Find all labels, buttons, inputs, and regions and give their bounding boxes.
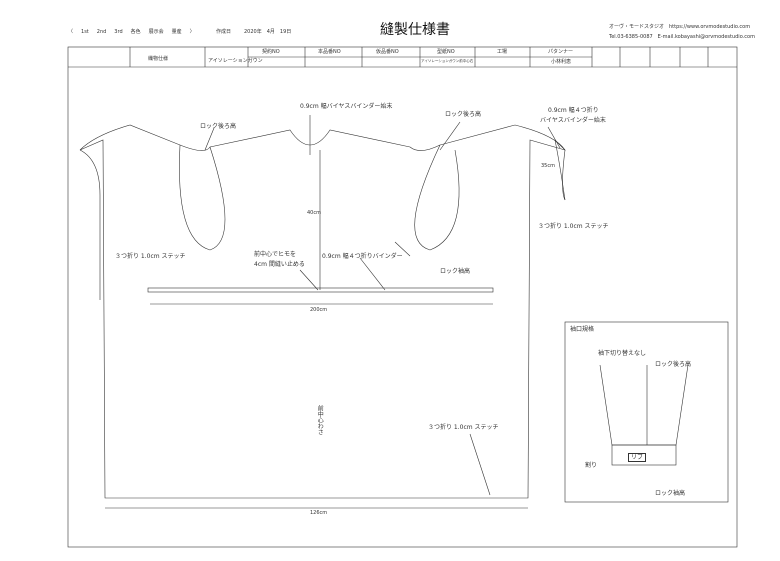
label-lock-back-right: ロック後ろ高 — [445, 111, 482, 118]
label-40cm: 40cm — [307, 210, 321, 216]
created-label: 作成日 — [216, 29, 232, 35]
nav-colors[interactable]: 各色 — [130, 29, 141, 35]
cuff-lock-sleeve: ロック袖高 — [655, 490, 686, 497]
header-contract: 契約NO — [262, 49, 280, 55]
pattern-no-value: アイソレーションガウン前中心右 — [421, 59, 474, 63]
label-bias-arm1: 0.9cm 幅４つ折り — [548, 107, 599, 114]
label-35cm: 35cm — [541, 163, 555, 169]
label-stitch-left: ３つ折り 1.0cm ステッチ — [115, 253, 186, 260]
cuff-title: 袖口規格 — [570, 326, 595, 333]
cuff-no-switch: 袖下切り替えなし — [598, 350, 647, 357]
header-main-no: 本品番NO — [318, 49, 341, 55]
cuff-lock-back: ロック後ろ高 — [655, 361, 692, 368]
label-stitch-hem: ３つ折り 1.0cm ステッチ — [428, 424, 499, 431]
label-stitch-right: ３つ折り 1.0cm ステッチ — [538, 223, 609, 230]
nav-exhibition[interactable]: 展示会 — [148, 29, 164, 35]
patterner-value: 小林利恵 — [551, 59, 572, 65]
label-lock-back-left: ロック後ろ高 — [200, 123, 237, 130]
label-bias-neck: 0.9cm 幅バイヤスバインダー始末 — [300, 103, 393, 110]
label-front-center: 前中心わさ — [316, 405, 324, 435]
nav-2nd[interactable]: 2nd — [96, 29, 107, 35]
header-temp-no: 仮品番NO — [376, 49, 399, 55]
product-name: アイソレーションガウン — [208, 58, 263, 64]
fabric-spec-label: 織物仕様 — [148, 56, 169, 62]
cuff-split: 割り — [585, 462, 598, 469]
label-126cm: 126cm — [310, 510, 328, 516]
company: オーヴ・モードスタジオ https://www.orvmodestudio.co… — [609, 24, 751, 30]
label-tie2: 4cm 間縫い止める — [254, 261, 305, 268]
page-title: 縫製仕様書 — [380, 22, 450, 38]
label-200cm: 200cm — [310, 307, 328, 313]
label-tie1: 前中心でヒモを — [254, 251, 297, 258]
header-patterner: パタンナー — [548, 49, 574, 55]
nav-mass[interactable]: 量産 — [171, 29, 182, 35]
gown-outline — [79, 115, 729, 509]
created-date: 2020年 4月 19日 — [244, 29, 292, 35]
label-lock-sleeve: ロック袖高 — [440, 268, 471, 275]
header-table-lines — [129, 47, 709, 67]
label-bias-arm2: バイヤスバインダー始末 — [540, 117, 606, 124]
nav-prev[interactable]: 〈 — [68, 29, 74, 35]
nav-1st[interactable]: 1st — [81, 29, 89, 35]
header-pattern-no: 型紙NO — [437, 49, 455, 55]
nav-next[interactable]: 〉 — [189, 29, 195, 35]
header-factory: 工場 — [497, 49, 508, 55]
label-binder: 0.9cm 幅４つ折りバインダー — [322, 253, 403, 260]
version-nav: 〈 1st 2nd 3rd 各色 展示会 量産 〉 — [68, 29, 195, 35]
cuff-rib: リブ — [628, 453, 647, 463]
nav-3rd[interactable]: 3rd — [114, 29, 123, 35]
contact: Tel.03-6385-0087 E-mail.kobayashi@orvmod… — [609, 34, 755, 40]
